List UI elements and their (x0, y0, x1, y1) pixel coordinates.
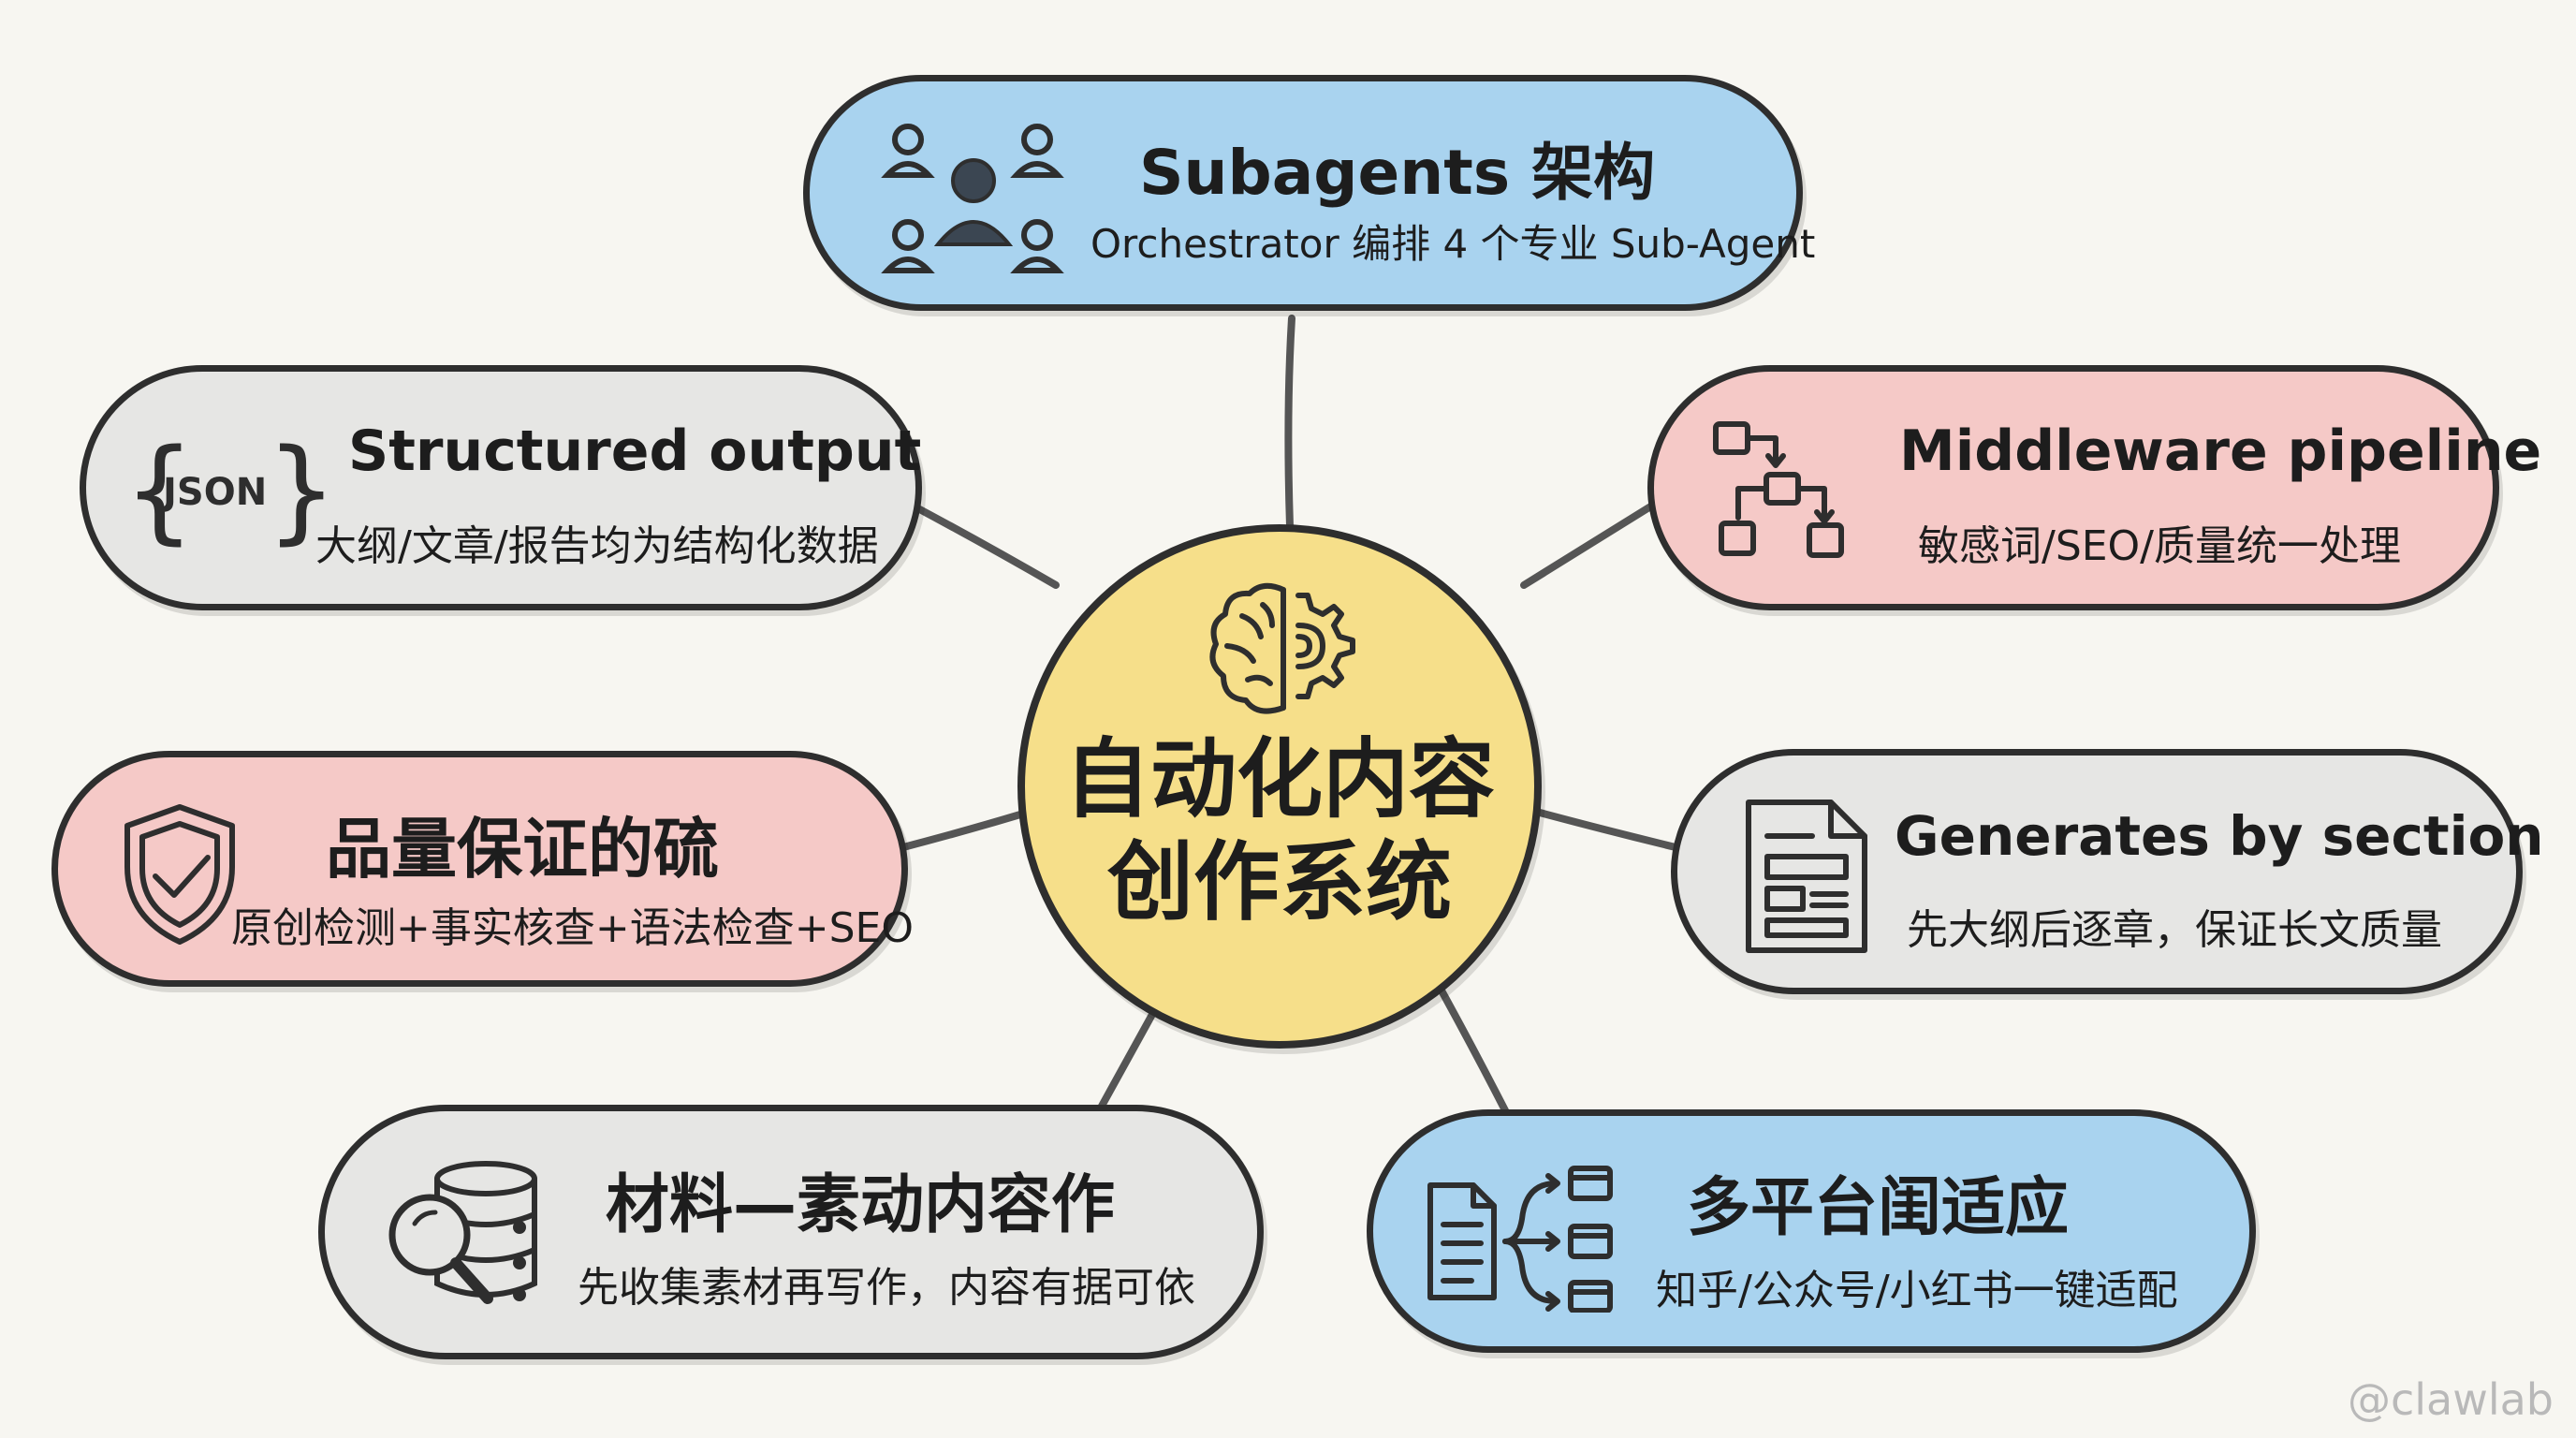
node-subtitle: 原创检测+事实核查+语法检查+SEO (231, 904, 914, 952)
node-subtitle: 先收集素材再写作，内容有据可依 (578, 1264, 1195, 1312)
connector-quality (900, 811, 1024, 851)
node-quality-assurance: 品量保证的硫 原创检测+事实核查+语法检查+SEO (51, 751, 914, 987)
node-structured-output: { JSON } Structured output 大纲/文章/报告均为结构化… (80, 365, 922, 610)
json-braces-icon: { JSON } (124, 426, 338, 556)
connector-subagents (1284, 315, 1295, 530)
node-subtitle: 大纲/文章/报告均为结构化数据 (315, 522, 879, 570)
document-branch-icon (1427, 1166, 1613, 1313)
pipeline-flow-icon (1713, 421, 1844, 558)
node-materials: 材料—素动内容作 先收集素材再写作，内容有据可依 (318, 1105, 1264, 1359)
watermark: @clawlab (2347, 1374, 2554, 1425)
connector-middleware (1520, 502, 1656, 589)
node-subtitle: 知乎/公众号/小红书一键适配 (1656, 1267, 2178, 1314)
node-generates-by-section: Generates by section 先大纲后逐章，保证长文质量 (1671, 749, 2544, 994)
shield-check-icon (124, 804, 235, 945)
connector-structured (909, 502, 1060, 589)
json-label: JSON (163, 471, 268, 514)
connector-platforms (1428, 970, 1511, 1118)
node-title: Subagents 架构 (1139, 137, 1656, 209)
team-users-icon (881, 124, 1064, 273)
node-subagents: Subagents 架构 Orchestrator 编排 4 个专业 Sub-A… (803, 75, 1815, 311)
connector-sections (1536, 809, 1679, 851)
node-title: Generates by section (1895, 804, 2544, 868)
document-sections-icon (1746, 800, 1867, 953)
center-hub: 自动化内容 创作系统 (1017, 524, 1542, 1049)
node-subtitle: 敏感词/SEO/质量统一处理 (1918, 522, 2402, 570)
node-title: 材料—素动内容作 (606, 1168, 1116, 1242)
node-title: 品量保证的硫 (326, 811, 719, 888)
node-subtitle: 先大纲后逐章，保证长文质量 (1907, 906, 2442, 954)
node-subtitle: Orchestrator 编排 4 个专业 Sub-Agent (1090, 221, 1816, 267)
center-title-line1: 自动化内容 (1063, 729, 1495, 829)
center-title-line2: 创作系统 (1106, 832, 1452, 932)
node-middleware-pipeline: Middleware pipeline 敏感词/SEO/质量统一处理 (1647, 365, 2541, 610)
node-title: Middleware pipeline (1899, 418, 2542, 484)
brain-gear-icon (1209, 582, 1355, 714)
database-search-icon (388, 1161, 537, 1304)
node-title: 多平台闺适应 (1687, 1171, 2070, 1245)
node-title: Structured output (348, 418, 922, 484)
node-platforms: 多平台闺适应 知乎/公众号/小红书一键适配 (1367, 1109, 2256, 1353)
